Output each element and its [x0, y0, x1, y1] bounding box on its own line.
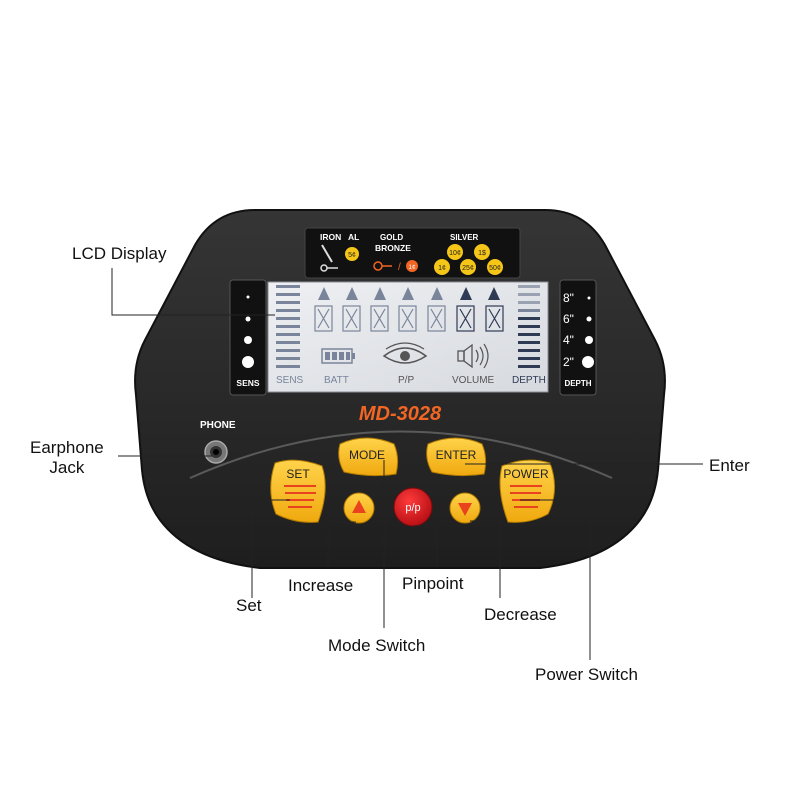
scale-gold: GOLD — [380, 233, 403, 242]
sens-dot-4 — [242, 356, 254, 368]
sens-dot-3 — [244, 336, 252, 344]
slash-divider: / — [398, 262, 401, 273]
depth-panel-label: DEPTH — [564, 379, 591, 388]
decrease-leader — [470, 520, 501, 598]
lcd-sens-label: SENS — [276, 375, 304, 386]
key-icon — [373, 261, 392, 271]
depth-dot-6 — [586, 316, 592, 322]
set-button-label: SET — [286, 467, 310, 481]
coin-50c-label: 50¢ — [489, 265, 501, 272]
button-panel-arc — [189, 430, 613, 479]
callout-increase: Increase — [288, 576, 354, 595]
nail-icon — [321, 244, 333, 263]
depth-dot-8 — [587, 296, 591, 300]
callout-lines — [111, 268, 703, 660]
scale-silver: SILVER — [450, 233, 479, 242]
depth-dot-2 — [582, 356, 594, 368]
callout-earphone-jack: Earphone Jack — [30, 438, 104, 478]
scale-iron: IRON — [320, 232, 341, 242]
power-button-label: POWER — [503, 467, 549, 481]
callout-lcd-display: LCD Display — [72, 244, 167, 263]
phone-label: PHONE — [200, 420, 236, 431]
earphone-jack[interactable] — [204, 440, 228, 464]
lcd-pp-label: P/P — [398, 375, 414, 386]
callout-mode-switch: Mode Switch — [328, 636, 426, 655]
mode-button-label: MODE — [349, 448, 385, 462]
coin-1dollar-icon — [474, 244, 490, 260]
callout-pinpoint: Pinpoint — [402, 574, 464, 593]
sens-dot-1 — [246, 295, 250, 299]
depth-mark-4: 4" — [563, 333, 574, 347]
battery-icon — [321, 348, 355, 364]
depth-dot-4 — [585, 336, 593, 344]
decrease-button[interactable] — [449, 492, 481, 524]
lcd-volume-label: VOLUME — [452, 375, 495, 386]
lcd-display: SENS BATT P/P VOLUME DEPTH — [267, 281, 549, 393]
coin-1c-label: 1¢ — [438, 265, 446, 272]
sens-panel-label: SENS — [236, 378, 259, 388]
model-name: MD-3028 — [359, 403, 442, 425]
sens-dot-2 — [245, 316, 251, 322]
coin-50c-icon — [487, 259, 503, 275]
coin-5c-label: 5¢ — [348, 252, 356, 259]
coin-1c-icon — [434, 259, 450, 275]
depth-mark-2: 2" — [563, 355, 574, 369]
pinpoint-button-label: p/p — [405, 502, 420, 514]
depth-bar-graph — [518, 285, 540, 368]
depth-indicator-panel: 8" 6" 4" 2" DEPTH — [559, 279, 597, 396]
mode-button[interactable]: MODE — [338, 437, 399, 477]
set-leader — [251, 499, 290, 598]
coin-25c-label: 25¢ — [462, 265, 474, 272]
coin-1c-alt-label: 1¢ — [408, 264, 416, 271]
scale-bronze: BRONZE — [375, 243, 411, 253]
pinpoint-leader — [414, 525, 438, 565]
pinpoint-button[interactable]: p/p — [393, 487, 433, 527]
arrow-up-icon — [352, 500, 366, 513]
pull-tab-icon — [320, 264, 338, 272]
callout-decrease: Decrease — [484, 605, 557, 624]
coin-1dollar-label: 1$ — [478, 250, 486, 257]
coin-10c-label: 10¢ — [449, 250, 461, 257]
speaker-icon — [457, 343, 489, 369]
target-id-arrows — [318, 287, 500, 300]
scale-al: AL — [348, 232, 359, 242]
callout-enter: Enter — [709, 456, 750, 475]
enter-button[interactable]: ENTER — [426, 437, 487, 477]
coin-1c-alt-icon — [406, 260, 418, 272]
lcd-depth-label: DEPTH — [512, 375, 546, 386]
callout-earphone-line2: Jack — [49, 458, 85, 477]
power-switch-leader — [520, 499, 591, 660]
target-id-segments-active — [456, 305, 504, 332]
metal-id-scale: IRON AL GOLD SILVER BRONZE 5¢ / 1¢ 10¢ 1… — [304, 227, 521, 279]
callout-set: Set — [236, 596, 262, 615]
sens-indicator-panel: SENS — [229, 279, 267, 396]
lcd-display-leader — [111, 268, 275, 316]
set-button[interactable]: SET — [270, 459, 326, 523]
coin-25c-icon — [460, 259, 476, 275]
lcd-batt-label: BATT — [324, 375, 349, 386]
increase-leader — [327, 521, 356, 565]
target-id-segments — [314, 305, 446, 332]
coin-10c-icon — [447, 244, 463, 260]
increase-button[interactable] — [343, 492, 375, 524]
arrow-down-icon — [458, 503, 472, 516]
enter-button-label: ENTER — [436, 448, 477, 462]
callout-earphone-line1: Earphone — [30, 438, 104, 457]
sens-bar-graph — [276, 285, 300, 368]
power-button[interactable]: POWER — [499, 459, 555, 523]
coin-5c-icon — [345, 247, 359, 261]
depth-mark-8: 8" — [563, 291, 574, 305]
depth-mark-6: 6" — [563, 312, 574, 326]
eye-icon — [382, 342, 428, 364]
callout-power-switch: Power Switch — [535, 665, 638, 684]
set-button-stripes — [284, 485, 316, 508]
